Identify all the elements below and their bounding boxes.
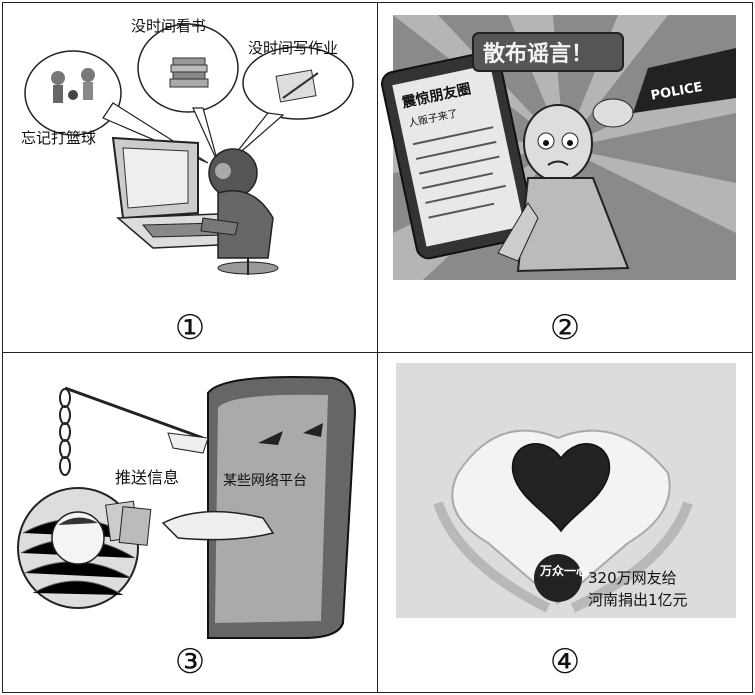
banner-text: 散布谣言！ bbox=[483, 41, 593, 67]
hanging-chain bbox=[59, 388, 71, 476]
caption-network-platform: 某些网络平台 bbox=[223, 473, 307, 489]
police-sleeve bbox=[633, 48, 736, 113]
caption-line1: 320万网友给 bbox=[588, 569, 677, 587]
caption-no-time-to-read: 没时间看书 bbox=[131, 17, 206, 35]
caption-line2: 河南捐出1亿元 bbox=[588, 591, 688, 609]
panel-number: ③ bbox=[174, 642, 206, 682]
panel-2: 震惊朋友圈 人贩子来了 散布谣言！ POLICE ② bbox=[377, 2, 753, 353]
badge-text: 万众一心 bbox=[539, 563, 588, 578]
panel-3: 推送信息 某些网络平台 ③ bbox=[2, 352, 378, 693]
smartphone: 震惊朋友圈 人贩子来了 bbox=[381, 50, 536, 260]
panel-4: 万众一心 320万网友给 河南捐出1亿元 ④ bbox=[377, 352, 753, 693]
banner bbox=[472, 32, 624, 72]
panel-number: ④ bbox=[549, 642, 581, 682]
panel-number: ② bbox=[549, 308, 581, 348]
caption-push-info: 推送信息 bbox=[115, 468, 179, 487]
caption-no-time-for-homework: 没时间写作业 bbox=[248, 39, 338, 57]
gaming-boy-illustration: 没时间看书 没时间写作业 忘记打篮球 bbox=[21, 17, 354, 275]
person-face bbox=[51, 511, 105, 565]
panel-number: ① bbox=[174, 308, 206, 348]
badge bbox=[534, 554, 582, 602]
pointing-hand bbox=[161, 510, 275, 541]
panel-1: 没时间看书 没时间写作业 忘记打篮球 ① bbox=[2, 2, 378, 353]
rumor-arrest-illustration: 震惊朋友圈 人贩子来了 散布谣言！ POLICE bbox=[381, 15, 736, 280]
caption-forgot-basketball: 忘记打篮球 bbox=[21, 129, 96, 147]
donation-heart-photo: 万众一心 320万网友给 河南捐出1亿元 bbox=[396, 363, 736, 618]
heart-icon bbox=[511, 443, 611, 533]
info-cocoon-illustration: 推送信息 某些网络平台 bbox=[17, 376, 357, 639]
old-man-head bbox=[523, 104, 593, 182]
